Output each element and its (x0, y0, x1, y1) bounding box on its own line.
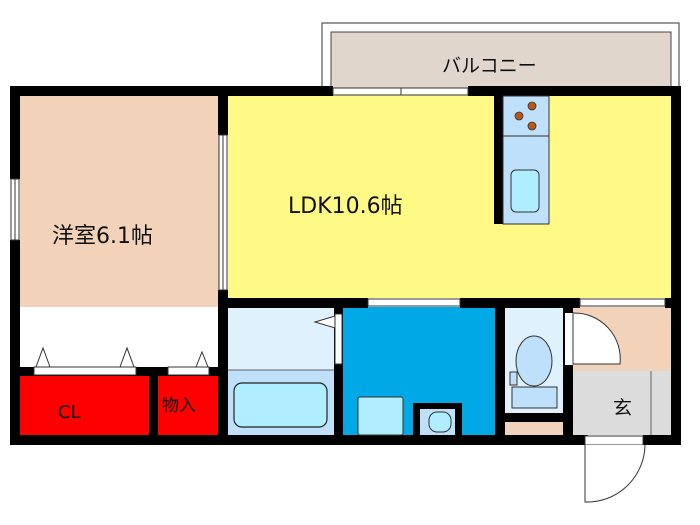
walls (10, 86, 681, 445)
balcony-label: バルコニー (442, 55, 537, 77)
storage-floor (158, 375, 220, 435)
bathtub-icon (233, 382, 328, 428)
washing-machine-icon (357, 396, 404, 436)
ldk-label: LDK10.6帖 (288, 194, 403, 219)
stove-burner-icon (514, 111, 524, 121)
toilet-storage-floor (505, 422, 563, 435)
entrance-label: 玄 (613, 397, 632, 419)
western-room-floor (20, 95, 220, 307)
kitchen-sink-icon (510, 169, 540, 213)
kitchen-counter (502, 95, 550, 225)
stove-burner-icon (527, 121, 537, 131)
balcony (321, 22, 680, 96)
storage-label: 物入 (162, 396, 196, 416)
washroom-top-floor (228, 307, 334, 370)
toilet-icon (509, 335, 558, 409)
closet-label: CL (58, 402, 81, 423)
entrance-floor (573, 371, 671, 435)
closet-floor (20, 375, 149, 435)
bathroom-door (313, 313, 343, 365)
washbasin-icon (428, 411, 452, 433)
western-room-label: 洋室6.1帖 (52, 224, 153, 249)
windows (10, 87, 666, 307)
toilet-door[interactable] (565, 312, 621, 365)
stove-burner-icon (527, 101, 537, 111)
closet-doors (33, 346, 210, 376)
entrance-door[interactable] (584, 435, 646, 503)
ldk-floor (228, 95, 671, 298)
